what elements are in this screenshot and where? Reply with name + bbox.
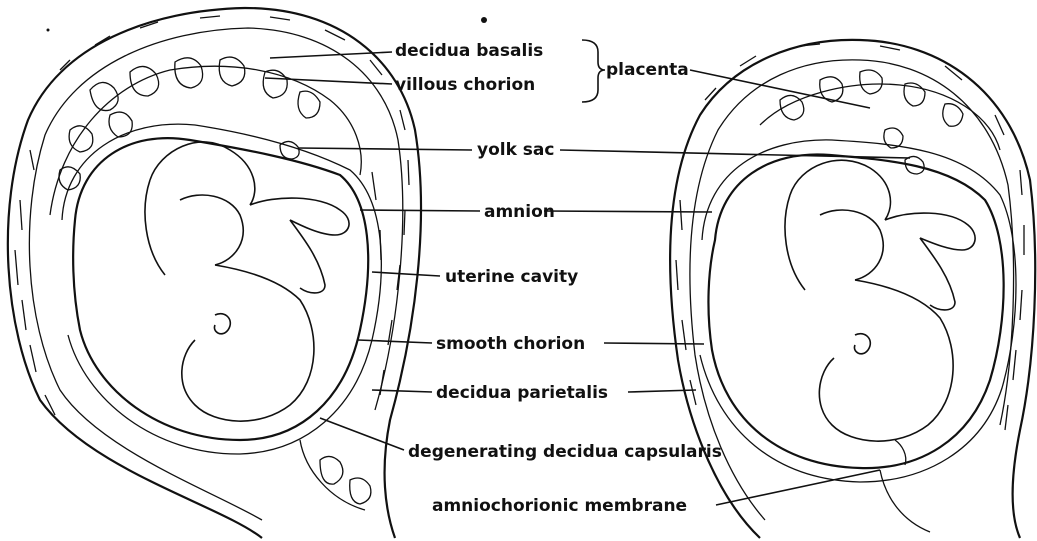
right-myometrium-line (690, 60, 1014, 520)
leader-decidua-parietalis-right (628, 390, 696, 392)
left-myometrium-line (29, 28, 402, 520)
right-cervix (880, 440, 930, 532)
right-uterus (670, 40, 1035, 538)
right-placenta-outline (760, 84, 1000, 150)
label-degenerating-decidua-capsularis: degenerating decidua capsularis (408, 442, 722, 462)
left-fetus (145, 142, 349, 421)
label-amnion: amnion (484, 202, 555, 222)
print-dot (481, 17, 487, 23)
left-cervix (300, 440, 371, 510)
right-villi (780, 70, 963, 148)
label-placenta: placenta (606, 60, 689, 80)
left-villi (59, 57, 320, 190)
print-dot (47, 29, 50, 32)
leader-degenerating-decidua-capsularis (320, 418, 404, 450)
leader-yolk-sac-right (560, 150, 910, 158)
right-wall-hatching (676, 44, 1024, 430)
leader-villous-chorion (265, 78, 392, 84)
left-uterus (8, 8, 421, 538)
left-placenta-outline (50, 66, 361, 215)
label-villous-chorion: villous chorion (395, 75, 535, 95)
leader-amnion-left (360, 210, 480, 211)
leader-amnion-right (544, 211, 712, 212)
label-decidua-basalis: decidua basalis (395, 41, 543, 61)
leader-yolk-sac-left (298, 148, 472, 150)
placenta-bracket (582, 40, 605, 102)
left-uterine-wall-outer (8, 8, 421, 538)
leader-uterine-cavity (372, 272, 440, 276)
label-amniochorionic-membrane: amniochorionic membrane (432, 496, 687, 516)
leader-smooth-chorion-right (604, 343, 704, 344)
label-yolk-sac: yolk sac (477, 140, 554, 160)
labels: decidua basalis villous chorion placenta… (395, 41, 722, 516)
leader-smooth-chorion-left (358, 340, 432, 343)
right-uterine-wall-outer (670, 40, 1035, 538)
leader-lines (265, 40, 910, 505)
right-fetus (785, 160, 975, 441)
right-amniotic-sac (708, 154, 1003, 468)
left-wall-hatching (15, 16, 409, 415)
label-smooth-chorion: smooth chorion (436, 334, 585, 354)
label-decidua-parietalis: decidua parietalis (436, 383, 608, 403)
right-amniochorionic-line (700, 140, 1016, 482)
label-uterine-cavity: uterine cavity (445, 267, 578, 287)
